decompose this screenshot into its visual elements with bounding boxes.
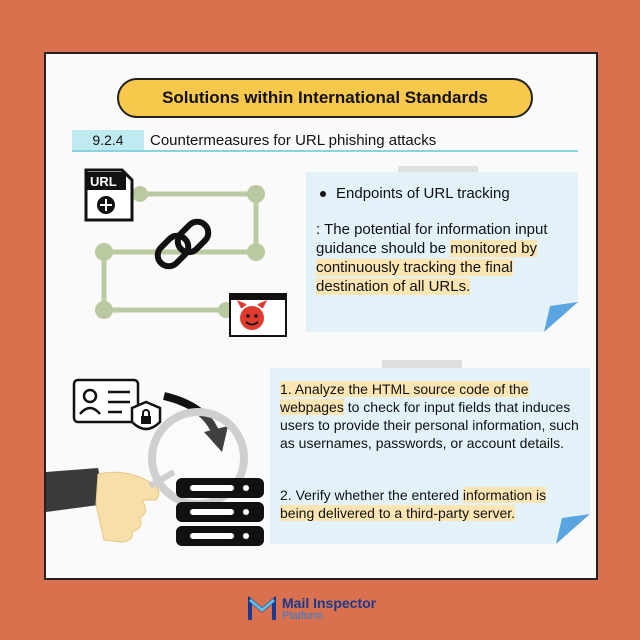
hand-icon [46,468,176,543]
page-fold-icon [544,302,578,332]
url-document-icon: URL [84,168,134,222]
url-tracking-illustration: URL [84,168,287,337]
tracking-description: : The potential for information input gu… [316,220,566,296]
logo-subtitle: Platform [282,610,323,622]
shield-lock-icon [130,400,162,431]
tracking-description-plain: : The potential for information input gu… [316,221,548,257]
note-inspection-steps: 1. Analyze the HTML source code of the w… [270,368,590,544]
brand-logo: Mail Inspector Platform [248,596,376,622]
bullet-dot-icon [320,190,326,197]
server-icon [176,478,264,546]
step1-text: to check for input fields that induces u… [280,399,579,451]
page-title: Solutions within International Standards [117,78,533,118]
id-card-icon [72,378,140,424]
inspection-step-2: 2. Verify whether the entered informatio… [280,486,580,522]
logo-name: Mail Inspector [282,595,377,611]
devil-window-icon [229,293,287,337]
chain-link-icon [154,218,212,270]
section-number: 9.2.4 [72,130,144,150]
note-url-tracking: Endpoints of URL tracking : The potentia… [306,172,578,332]
url-label: URL [90,174,117,189]
mail-inspector-logo-icon [248,596,276,620]
content-card: Solutions within International Standards… [44,52,598,580]
arrow-head-icon [204,426,228,452]
bullet-item: Endpoints of URL tracking [320,184,510,203]
source-inspection-illustration [46,378,264,546]
section-title: Countermeasures for URL phishing attacks [150,131,437,149]
inspection-step-1: 1. Analyze the HTML source code of the w… [280,380,580,452]
bullet-text: Endpoints of URL tracking [336,185,510,202]
page-fold-icon [556,514,590,544]
section-divider [72,150,578,152]
step2-text: 2. Verify whether the entered [280,487,463,503]
